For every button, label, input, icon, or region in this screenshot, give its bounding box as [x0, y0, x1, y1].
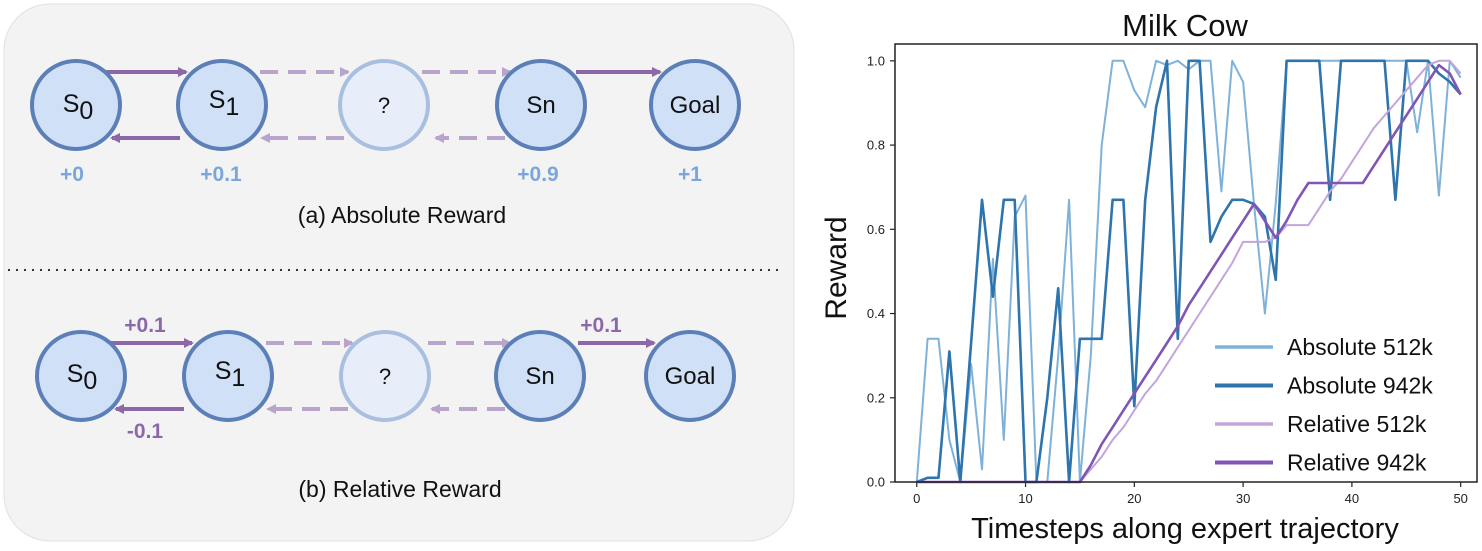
series-line-relative-512k [916, 59, 1462, 483]
y-tick-label: 1.0 [867, 53, 885, 68]
svg-text:S1: S1 [215, 357, 246, 392]
y-tick-label: 0.2 [867, 390, 885, 405]
x-tick-label: 10 [1018, 491, 1032, 506]
legend-label: Relative 512k [1287, 411, 1427, 437]
reward-s1: +0.1 [200, 163, 242, 186]
plot-frame [894, 43, 1478, 483]
plot-lines [915, 59, 1462, 484]
svg-text:?: ? [379, 364, 391, 389]
x-tick-label: 30 [1236, 491, 1250, 506]
node-sn: Sn [495, 59, 587, 151]
series-line-relative-942k [916, 63, 1462, 484]
x-tick-label: 20 [1127, 491, 1141, 506]
svg-text:S0: S0 [67, 360, 98, 395]
svg-text:Goal: Goal [665, 363, 716, 390]
relative-reward-diagram: +0.1 -0.1 +0.1 S0 S1 ? Sn Goal (b) Relat… [35, 314, 736, 502]
axis-ticks: 0 10 20 30 40 50 0.0 0.2 0.4 0.6 0.8 1.0 [867, 53, 1468, 506]
x-tick-label: 50 [1453, 491, 1467, 506]
node-unknown: ? [339, 330, 431, 422]
legend-label: Absolute 942k [1287, 373, 1433, 399]
node-goal: Goal [649, 59, 741, 151]
node-goal: Goal [644, 330, 736, 422]
y-tick-label: 0.4 [867, 306, 885, 321]
y-tick-label: 0.6 [867, 222, 885, 237]
svg-text:Sn: Sn [525, 363, 554, 390]
caption-absolute: (a) Absolute Reward [298, 202, 506, 228]
legend-label: Relative 942k [1287, 450, 1427, 476]
edge-label-forward-last: +0.1 [580, 314, 622, 337]
y-tick-label: 0.0 [867, 475, 885, 490]
reward-sn: +0.9 [517, 163, 558, 186]
svg-text:Goal: Goal [670, 92, 721, 119]
node-unknown: ? [338, 59, 430, 151]
edge-label-backward-first: -0.1 [127, 420, 164, 443]
svg-text:Sn: Sn [526, 92, 555, 119]
node-sn: Sn [494, 330, 586, 422]
svg-text:?: ? [378, 93, 390, 118]
y-tick-label: 0.8 [867, 138, 885, 153]
x-axis-label: Timesteps along expert trajectory [971, 513, 1399, 545]
y-axis-label: Reward [820, 216, 853, 319]
edge-label-forward-first: +0.1 [124, 314, 166, 337]
chart-title: Milk Cow [1122, 8, 1248, 43]
reward-diagram: S0 S1 ? Sn Goal +0 +0.1 +0.9 +1 (a) Abso… [3, 3, 795, 542]
node-s1: S1 [176, 59, 268, 151]
milk-cow-chart: Milk Cow Reward Timesteps along expert t… [820, 8, 1478, 545]
x-tick-label: 40 [1345, 491, 1359, 506]
node-s0: S0 [35, 330, 127, 422]
caption-relative: (b) Relative Reward [298, 476, 501, 502]
svg-text:S1: S1 [209, 86, 240, 121]
node-s0: S0 [30, 59, 122, 151]
absolute-reward-diagram: S0 S1 ? Sn Goal +0 +0.1 +0.9 +1 (a) Abso… [30, 59, 741, 228]
legend-label: Absolute 512k [1287, 334, 1433, 360]
reward-s0: +0 [60, 163, 84, 186]
series-line-absolute-942k [916, 59, 1462, 484]
node-s1: S1 [182, 330, 274, 422]
reward-goal: +1 [678, 163, 702, 186]
x-tick-label: 0 [913, 491, 920, 506]
svg-text:S0: S0 [63, 90, 94, 125]
